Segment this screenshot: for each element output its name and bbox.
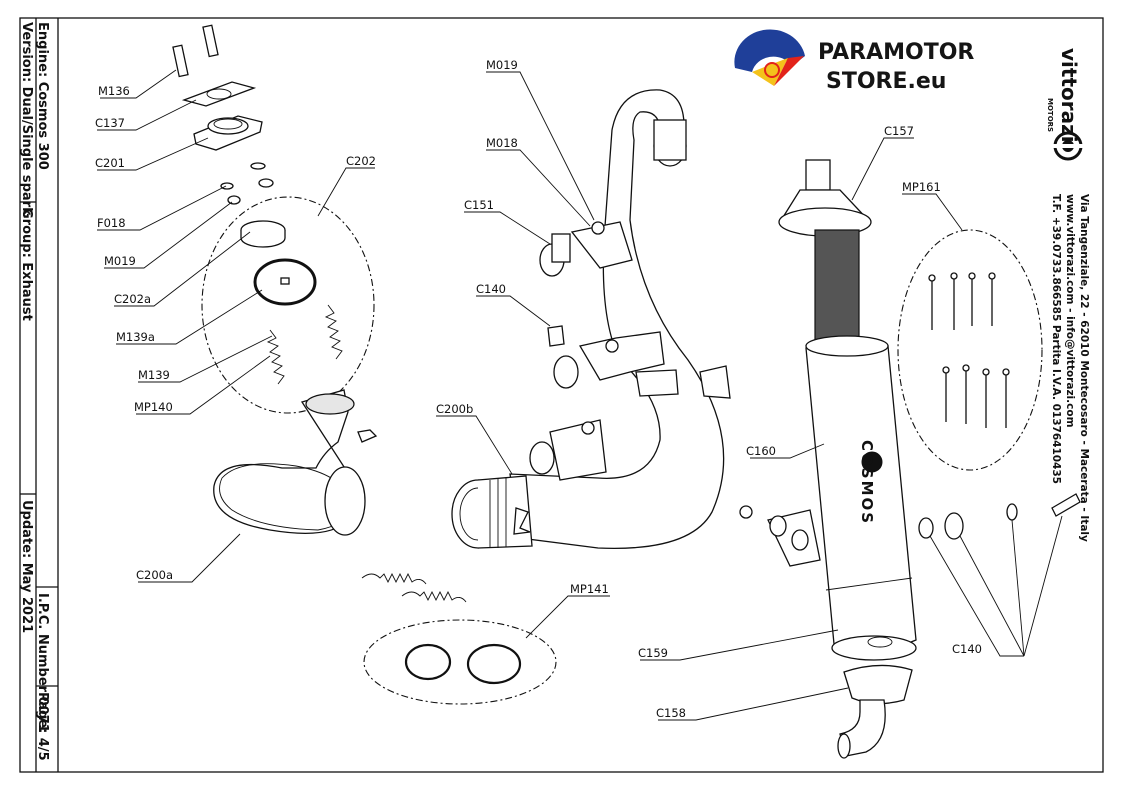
part-c151: [529, 221, 731, 481]
left-exhaust-group: [172, 24, 378, 536]
label-c157: C157: [884, 124, 914, 138]
label-m139a: M139a: [116, 330, 155, 344]
vittorazi-emblem-icon: [1050, 131, 1086, 161]
label-c200a: C200a: [136, 568, 173, 582]
label-m019-left: M019: [104, 254, 136, 268]
c202-group-outline: [201, 196, 375, 414]
part-c157: [778, 159, 872, 237]
label-c202: C202: [346, 154, 376, 168]
part-muffler-bracket: [739, 505, 821, 567]
label-c158: C158: [656, 706, 686, 720]
label-f018: F018: [97, 216, 126, 230]
logo-red-wedge: [774, 56, 804, 86]
label-m018: M018: [486, 136, 518, 150]
part-m018-m019: [581, 221, 619, 435]
part-m139: [266, 304, 343, 385]
middle-exhaust-group: [361, 89, 731, 705]
part-c200a: [213, 389, 378, 536]
part-c140-mid: [547, 325, 565, 347]
part-c202a: [240, 220, 286, 248]
label-c159: C159: [638, 646, 668, 660]
label-mp140: MP140: [134, 400, 173, 414]
part-c140-right: [918, 493, 1081, 540]
mp161-group-outline: [897, 229, 1043, 471]
vittorazi-wordmark: vittorazi: [1057, 48, 1081, 143]
part-c201: [193, 115, 263, 151]
label-c200b: C200b: [436, 402, 473, 416]
part-m139a: [253, 258, 317, 306]
label-mp161: MP161: [902, 180, 941, 194]
part-mesh-insert: [814, 229, 860, 351]
label-c202a: C202a: [114, 292, 151, 306]
part-washers: [220, 162, 274, 205]
logo-line-2: STORE.eu: [826, 69, 946, 94]
muffler-brand-text: COSMOS: [858, 440, 876, 525]
logo-blue-arc: [734, 29, 805, 72]
part-mp161: [928, 272, 1010, 428]
part-labels: M136 C137 C201 F018 M019 C202a M139a M13…: [95, 58, 982, 720]
label-c140-mid: C140: [476, 282, 506, 296]
leader-lines: [97, 69, 1063, 721]
drawing-frame: [19, 17, 1104, 773]
label-c201: C201: [95, 156, 125, 170]
label-c160: C160: [746, 444, 776, 458]
part-c137: [181, 81, 257, 107]
label-m019-mid: M019: [486, 58, 518, 72]
part-c158: [837, 664, 913, 759]
label-m139: M139: [138, 368, 170, 382]
loose-springs: [361, 572, 467, 603]
paramotor-store-logo: PARAMOTOR STORE.eu: [734, 29, 974, 94]
label-c137: C137: [95, 116, 125, 130]
label-mp141: MP141: [570, 582, 609, 596]
vittorazi-logo: vittorazi MOTORS: [1046, 48, 1086, 161]
logo-line-1: PARAMOTOR: [818, 40, 974, 65]
part-m136: [172, 24, 219, 78]
right-exhaust-group: COSMOS: [739, 159, 1081, 759]
mp141-group-outline: [363, 619, 557, 705]
part-c200b: [451, 89, 725, 550]
label-c140-right: C140: [952, 642, 982, 656]
label-m136: M136: [98, 84, 130, 98]
part-c160: COSMOS: [805, 335, 917, 661]
vittorazi-motors: MOTORS: [1046, 98, 1054, 132]
label-c151: C151: [464, 198, 494, 212]
part-mp141: [404, 643, 522, 685]
